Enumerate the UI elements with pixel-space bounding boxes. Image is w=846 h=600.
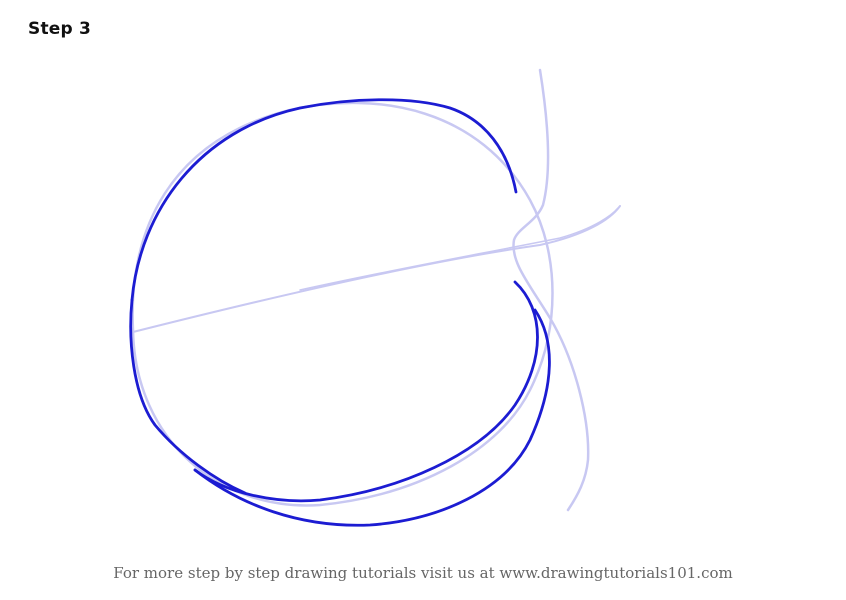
step-title: Step 3 — [28, 19, 92, 39]
footer-credit: For more step by step drawing tutorials … — [113, 564, 733, 582]
guide-lines — [131, 68, 621, 512]
ink-inner-bottom — [193, 280, 539, 503]
ink-outer-bottom — [193, 308, 551, 527]
guide-circle — [131, 101, 554, 507]
ink-left-side — [129, 298, 247, 495]
ink-outline — [129, 98, 551, 527]
guide-diagonal-line — [132, 205, 621, 333]
guide-diagonal-line-upper — [299, 207, 619, 291]
ink-top-arc — [130, 98, 518, 302]
guide-stem-curve — [512, 68, 590, 512]
